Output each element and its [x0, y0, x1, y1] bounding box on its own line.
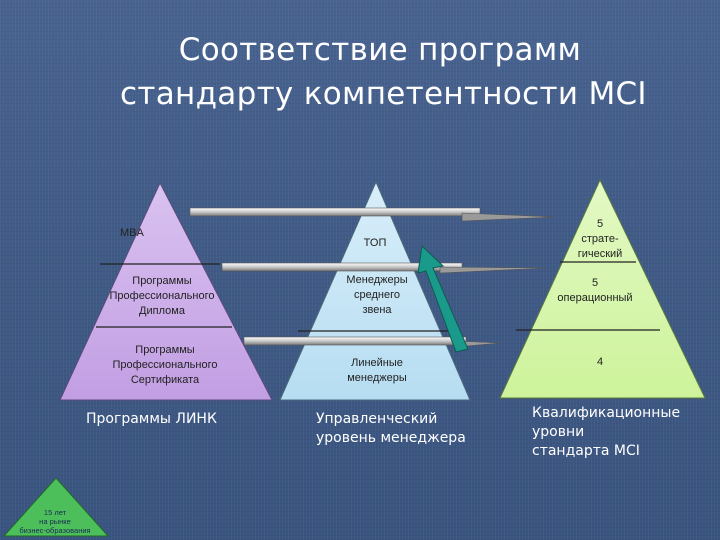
connector-mba-strategic: [189, 207, 556, 222]
growth-arrow: [417, 244, 469, 353]
label-line-managers: Линейные менеджеры: [347, 357, 407, 384]
label-mba: MBA: [120, 227, 144, 239]
caption-mci-levels: Квалификационные уровни стандарта MCI: [532, 405, 681, 459]
connector-diploma-operational: [221, 262, 549, 274]
caption-link-programs: Программы ЛИНК: [86, 411, 217, 427]
label-strategic: 5 страте- гический: [577, 218, 623, 260]
pyramid-right: [499, 178, 706, 399]
pyramid-left: [59, 181, 273, 401]
logo-triangle: [2, 477, 110, 537]
label-top: ТОП: [363, 237, 387, 249]
pyramid-middle: [279, 180, 471, 401]
title-line-2: стандарту компетентности MCI: [120, 76, 647, 112]
label-operational: 5 операционный: [557, 277, 633, 304]
label-level4: 4: [596, 356, 604, 368]
slide-title: Соответствие программ стандарту компетен…: [120, 28, 647, 116]
title-line-1: Соответствие программ: [178, 32, 582, 68]
logo-text: 15 лет на рынке бизнес-образования: [19, 508, 91, 535]
label-prof-diploma: Программы Профессионального Диплома: [109, 275, 215, 317]
label-prof-certificate: Программы Профессионального Сертификата: [112, 344, 218, 386]
caption-management-level: Управленческий уровень менеджера: [316, 411, 466, 446]
label-middle-managers: Менеджеры среднего звена: [346, 274, 408, 316]
